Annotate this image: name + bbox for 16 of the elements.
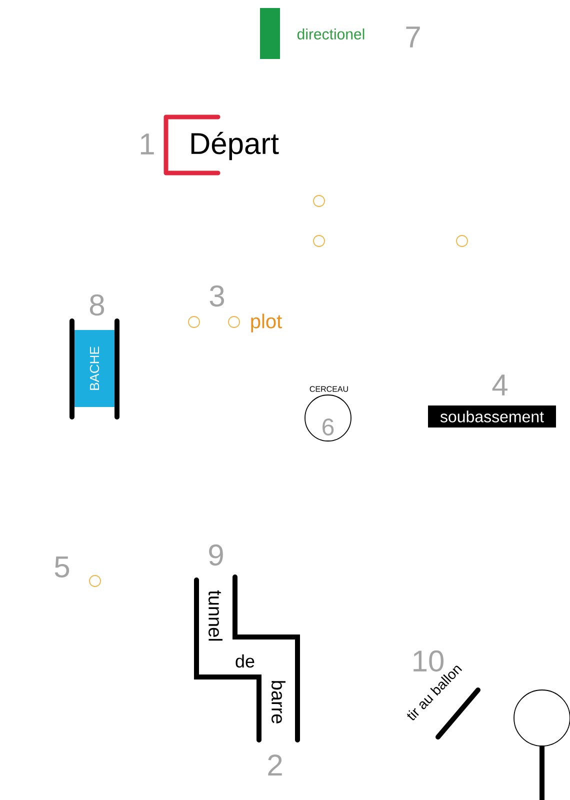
station-label: tunnel — [208, 590, 222, 641]
station-label: barre — [272, 681, 286, 724]
callout-number: 3 — [210, 285, 224, 307]
callout-number: 2 — [268, 754, 282, 776]
plank-box: soubassement — [428, 406, 556, 428]
callout-number: 4 — [492, 374, 508, 396]
station-label: Départ — [191, 132, 279, 160]
station-label: de — [236, 654, 254, 668]
callout-number: 7 — [406, 26, 420, 48]
hoop-label: CERCEAU — [310, 386, 348, 392]
callout-number: 1 — [140, 134, 154, 154]
station-label: directionel — [297, 28, 364, 40]
callout-number: 5 — [54, 556, 70, 578]
callout-number: 9 — [209, 544, 223, 566]
callout-number: 8 — [90, 294, 104, 316]
station-label: plot — [251, 314, 282, 332]
